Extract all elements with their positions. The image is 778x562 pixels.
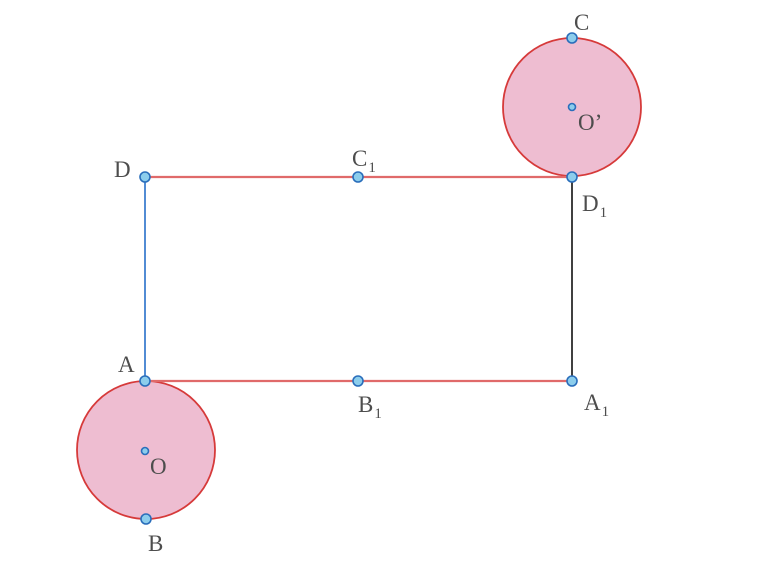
label-base-O: O bbox=[150, 454, 167, 479]
label-Op: O’ bbox=[578, 110, 602, 135]
label-C: C bbox=[574, 10, 589, 35]
label-base-C1: C bbox=[352, 146, 367, 171]
label-B: B bbox=[148, 531, 163, 556]
label-A1: A1 bbox=[584, 390, 609, 420]
point-dot-A1 bbox=[566, 375, 578, 387]
label-C1: C1 bbox=[352, 146, 376, 176]
label-base-B: B bbox=[148, 531, 163, 556]
point-dot-B bbox=[140, 513, 152, 525]
point-marker-A1[interactable] bbox=[566, 375, 578, 387]
label-sub-D1: 1 bbox=[600, 205, 608, 221]
segments-group bbox=[144, 175, 573, 383]
point-marker-D[interactable] bbox=[139, 171, 151, 183]
point-dot-A bbox=[139, 375, 151, 387]
point-marker-D1[interactable] bbox=[566, 171, 578, 183]
point-marker-B1[interactable] bbox=[352, 375, 364, 387]
point-dot-C1 bbox=[352, 171, 364, 183]
label-base-Op: O’ bbox=[578, 110, 602, 135]
label-O: O bbox=[150, 454, 167, 479]
label-D: D bbox=[114, 157, 131, 182]
point-marker-B[interactable] bbox=[140, 513, 152, 525]
label-B1: B1 bbox=[358, 392, 382, 422]
point-dot-Op bbox=[567, 102, 577, 112]
label-base-B1: B bbox=[358, 392, 373, 417]
point-marker-C1[interactable] bbox=[352, 171, 364, 183]
point-marker-Op[interactable] bbox=[567, 102, 577, 112]
label-D1: D1 bbox=[582, 191, 607, 221]
label-base-A1: A bbox=[584, 390, 601, 415]
label-base-D1: D bbox=[582, 191, 599, 216]
point-dot-D bbox=[139, 171, 151, 183]
point-dot-B1 bbox=[352, 375, 364, 387]
point-marker-A[interactable] bbox=[139, 375, 151, 387]
point-dot-C bbox=[566, 32, 578, 44]
label-base-A: A bbox=[118, 352, 135, 377]
label-sub-A1: 1 bbox=[602, 404, 610, 420]
label-sub-B1: 1 bbox=[374, 406, 382, 422]
label-base-D: D bbox=[114, 157, 131, 182]
point-dot-O bbox=[140, 446, 150, 456]
point-dot-D1 bbox=[566, 171, 578, 183]
points-group bbox=[139, 32, 578, 525]
label-A: A bbox=[118, 352, 135, 377]
point-marker-O[interactable] bbox=[140, 446, 150, 456]
label-base-C: C bbox=[574, 10, 589, 35]
label-sub-C1: 1 bbox=[368, 160, 376, 176]
point-marker-C[interactable] bbox=[566, 32, 578, 44]
